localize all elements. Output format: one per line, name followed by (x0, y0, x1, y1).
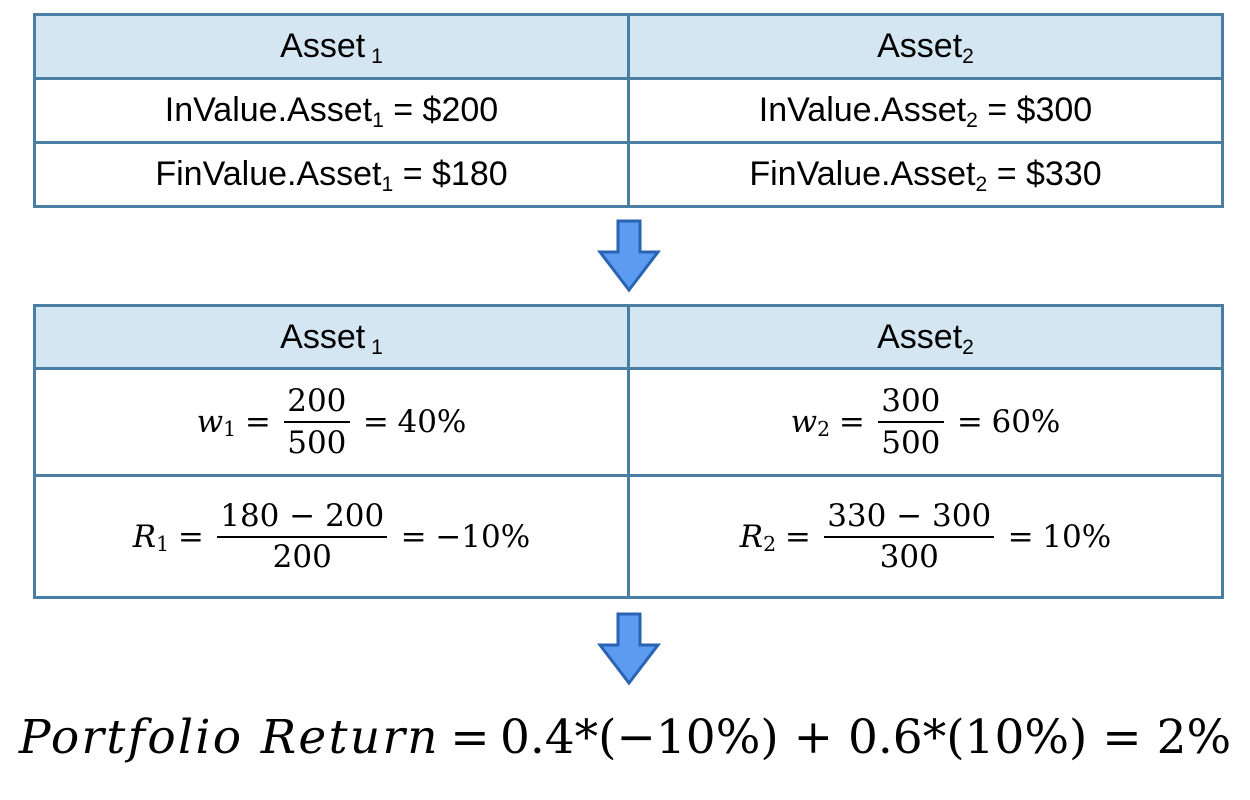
formula-variable: R (132, 518, 157, 555)
equals-sign: = (362, 404, 389, 440)
formula-result: 40% (397, 404, 467, 440)
equals-sign: = (956, 404, 983, 440)
fraction-numerator: 200 (284, 383, 350, 423)
cell-subscript: 1 (372, 109, 384, 133)
formula-variable: w (196, 404, 224, 440)
fraction-numerator: 300 (878, 383, 944, 423)
header-label: Asset (280, 317, 366, 356)
header-subscript: 2 (962, 45, 974, 69)
final-value-asset-2: FinValue.Asset2 = $330 (627, 141, 1224, 208)
header-cell-asset-2: Asset2 (627, 304, 1224, 370)
down-arrow-icon (596, 612, 662, 686)
fraction-denominator: 200 (272, 539, 332, 576)
formula-variable: w (790, 404, 818, 440)
header-label: Asset (877, 317, 963, 356)
header-label: Asset (877, 27, 963, 65)
cell-subscript: 2 (966, 109, 978, 133)
formula-label: Portfolio Return (18, 709, 440, 765)
cell-label: InValue.Asset (164, 91, 373, 129)
table-row: FinValue.Asset1 = $180 FinValue.Asset2 =… (33, 141, 1224, 208)
equals-sign: = (1007, 518, 1034, 555)
equals-sign: = (177, 518, 204, 555)
cell-value: = $300 (977, 91, 1093, 129)
table-row: InValue.Asset1 = $200 InValue.Asset2 = $… (33, 77, 1224, 144)
fraction-denominator: 500 (881, 424, 941, 461)
header-subscript: 2 (962, 335, 974, 359)
portfolio-return-formula: Portfolio Return = 0.4*(−10%) + 0.6*(10%… (0, 702, 1250, 772)
fraction-numerator: 180 − 200 (217, 498, 388, 538)
cell-subscript: 2 (975, 173, 988, 197)
formula-expression: 0.4*(−10%) + 0.6*(10%) = 2% (499, 709, 1232, 765)
formula-variable: R (739, 518, 764, 555)
cell-label: InValue.Asset (758, 91, 967, 129)
cell-subscript: 1 (381, 173, 394, 197)
cell-value: = $180 (393, 155, 508, 193)
fraction-denominator: 500 (287, 424, 347, 461)
cell-label: FinValue.Asset (155, 155, 382, 193)
equals-sign: = (400, 518, 427, 555)
cell-value: = $200 (383, 91, 499, 129)
cell-label: FinValue.Asset (749, 155, 976, 193)
cell-value: = $330 (987, 155, 1102, 193)
formula-result: −10% (435, 518, 531, 555)
fraction-denominator: 300 (879, 539, 939, 576)
down-arrow-icon (596, 219, 662, 293)
equals-sign: = (244, 404, 271, 440)
final-value-asset-1: FinValue.Asset1 = $180 (33, 141, 630, 208)
header-subscript: 1 (371, 335, 383, 359)
formula-result: 10% (1042, 518, 1112, 555)
equals-sign: = (450, 709, 490, 765)
header-cell-asset-2: Asset2 (627, 13, 1224, 80)
header-label: Asset (280, 27, 366, 65)
equals-sign: = (784, 518, 811, 555)
header-subscript: 1 (371, 45, 383, 69)
initial-value-asset-2: InValue.Asset2 = $300 (627, 77, 1224, 144)
fraction-numerator: 330 − 300 (824, 498, 995, 538)
initial-value-asset-1: InValue.Asset1 = $200 (33, 77, 630, 144)
equals-sign: = (838, 404, 865, 440)
formula-result: 60% (991, 404, 1061, 440)
